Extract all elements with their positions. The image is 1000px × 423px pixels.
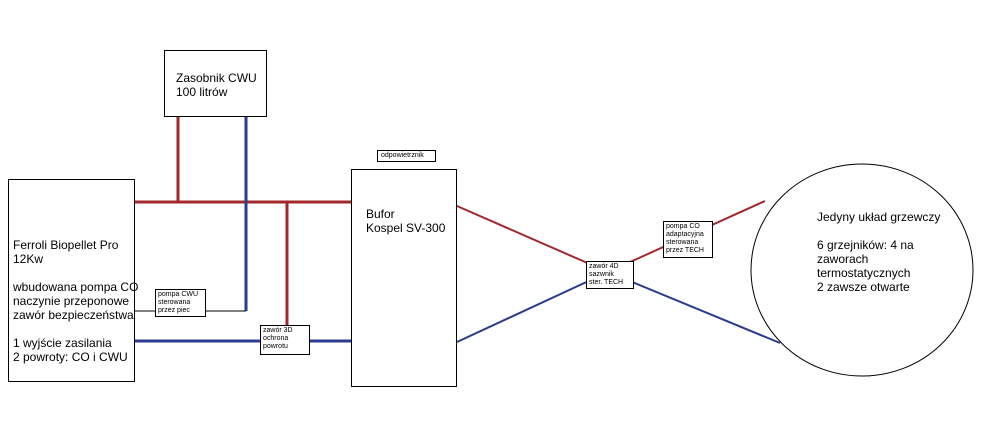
boiler-feature-safety-valve: zawór bezpieczeństwa <box>13 308 134 322</box>
cwu-tank-box <box>164 50 267 117</box>
valve-3d-line2: ochrona <box>263 335 289 342</box>
pump-cwu-label: pompa CWU sterowana przez piec <box>155 289 206 317</box>
cwu-tank-title: Zasobnik CWU <box>176 71 257 85</box>
heating-circuit-thermostatic: termostatycznych <box>817 266 911 280</box>
return-pipe-valve-4d-to-circuit <box>607 271 781 344</box>
valve-3d-label: zawór 3D ochrona powrotu <box>260 325 310 355</box>
heating-circuit-title: Jedyny układ grzewczy <box>817 210 941 224</box>
heating-circuit-always-open: 2 zawsze otwarte <box>817 280 910 294</box>
pump-co-label: pompa CO adaptacyjna sterowana przez TEC… <box>663 221 713 258</box>
pump-co-line2: adaptacyjna <box>666 231 704 238</box>
boiler-model: Ferroli Biopellet Pro <box>13 238 119 252</box>
heating-circuit-radiators: 6 grzejników: 4 na <box>817 238 914 252</box>
vent-label: odpowietrznik <box>377 150 436 162</box>
boiler-returns: 2 powroty: CO i CWU <box>13 350 128 364</box>
valve-3d-line1: zawór 3D <box>263 327 293 334</box>
heating-circuit-valves: zaworach <box>817 252 869 266</box>
valve-4d-label: zawór 4D sazwnik ster. TECH <box>586 261 634 289</box>
valve-4d-line2: sazwnik <box>589 271 614 278</box>
vent-label-text: odpowietrznik <box>381 152 424 159</box>
boiler-box <box>8 179 135 382</box>
cwu-tank-capacity: 100 litrów <box>176 85 228 99</box>
pump-cwu-line3: przez piec <box>158 307 190 314</box>
pump-co-line3: sterowana <box>666 239 699 246</box>
buffer-model: Kospel SV-300 <box>366 221 446 235</box>
valve-3d-line3: powrotu <box>263 343 288 350</box>
pump-cwu-line2: sterowana <box>158 299 191 306</box>
supply-pipe-buffer-to-valve-4d <box>456 205 609 273</box>
boiler-power: 12Kw <box>13 252 44 266</box>
valve-4d-line1: zawór 4D <box>589 263 619 270</box>
boiler-feature-expansion-vessel: naczynie przeponowe <box>13 294 130 308</box>
boiler-feature-pump: wbudowana pompa CO <box>13 280 139 294</box>
pump-co-line1: pompa CO <box>666 223 700 230</box>
pump-cwu-line1: pompa CWU <box>158 291 199 298</box>
heating-circuit-circle <box>750 163 974 377</box>
pump-co-line4: przez TECH <box>666 247 704 254</box>
buffer-box <box>351 169 457 387</box>
valve-4d-line3: ster. TECH <box>589 279 624 286</box>
return-pipe-buffer-to-valve-4d <box>456 271 609 343</box>
boiler-outputs: 1 wyjście zasilania <box>13 336 112 350</box>
buffer-title: Bufor <box>366 207 395 221</box>
